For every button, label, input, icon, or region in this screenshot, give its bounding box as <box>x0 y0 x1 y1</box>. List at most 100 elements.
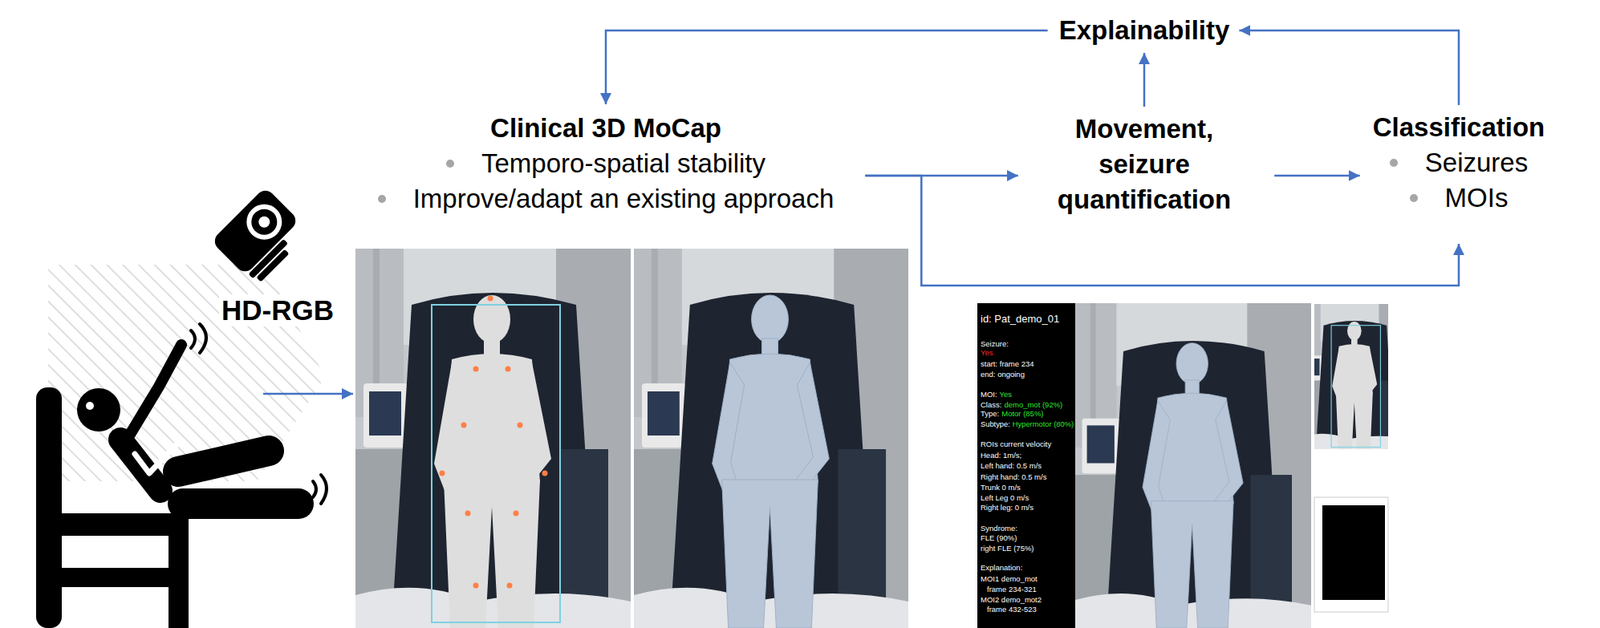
connector <box>1274 174 1361 178</box>
camera-icon <box>211 186 300 276</box>
hospital-room <box>633 248 909 628</box>
info-text: Explanation: <box>980 563 1023 573</box>
mesh-figure <box>1142 343 1243 628</box>
info-text: Hypermotor (80%) <box>1012 420 1074 429</box>
marker-dots <box>465 511 472 517</box>
patient-icon <box>85 402 94 411</box>
info-text: demo_mot (92%) <box>1003 400 1063 410</box>
info-line: Yes <box>980 348 994 359</box>
patient-icon <box>77 388 121 432</box>
label-node: Movement, seizure quantification <box>1054 111 1235 218</box>
info-text: MOI1 demo_mot <box>980 574 1038 584</box>
patient-icon <box>36 568 189 588</box>
info-line: Left Leg 0 m/s <box>980 493 1029 504</box>
info-line: start: frame 234 <box>980 359 1035 370</box>
info-text: Right hand: 0.5 m/s <box>980 472 1047 482</box>
connector <box>1238 30 1459 106</box>
info-panel <box>977 303 1076 628</box>
marker-dots <box>542 471 549 477</box>
thumbnail-frame <box>1302 304 1408 450</box>
patient-icon <box>312 481 317 498</box>
patient-icon <box>36 513 189 537</box>
marker-dots <box>439 471 446 477</box>
info-line: frame 234-321 <box>986 584 1037 596</box>
info-text: Motor (85%) <box>1001 409 1044 419</box>
info-text: end: ongoing <box>980 369 1025 379</box>
heading: Clinical 3D MoCap <box>377 110 835 147</box>
chart-plot <box>1322 505 1385 601</box>
hospital-room <box>355 248 631 628</box>
info-line: Type:Motor (85%) <box>980 409 1044 420</box>
camera-icon <box>255 214 273 231</box>
bullet-dot <box>1389 158 1398 167</box>
marker-dots <box>505 366 512 373</box>
info-line: end: ongoing <box>980 369 1025 381</box>
patient-icon <box>128 345 182 438</box>
info-line: MOI2 demo_mot2 <box>980 595 1042 606</box>
patient-icon <box>178 450 269 472</box>
text-group: ClassificationSeizuresMOIs <box>1369 109 1549 216</box>
info-text: frame 432-523 <box>986 605 1037 614</box>
info-text: start: frame 234 <box>980 359 1035 369</box>
marker-dots <box>473 366 480 373</box>
info-text: Subtype: <box>980 420 1011 429</box>
info-text: Left hand: 0.5 m/s <box>980 461 1042 471</box>
bullet-item: Temporo-spatial stability <box>377 146 835 182</box>
marker-dots <box>439 296 549 589</box>
patient-icon <box>190 330 195 349</box>
info-text: Syndrome: <box>980 523 1018 533</box>
patient-icon <box>190 324 327 504</box>
bullet-text: Improve/adapt an existing approach <box>413 183 835 214</box>
heading: Explainability <box>1059 12 1231 49</box>
info-text: ROIs current velocity <box>980 439 1052 449</box>
info-line: Explanation: <box>980 563 1023 574</box>
camera-icon <box>246 203 283 240</box>
info-text: Seizure: <box>980 339 1009 349</box>
info-line: Right leg: 0 m/s <box>980 503 1034 514</box>
patient-figure <box>434 295 552 628</box>
info-text: MOI2 demo_mot2 <box>980 595 1042 605</box>
info-line: Seizure: <box>980 339 1009 350</box>
info-text: Yes <box>980 348 994 358</box>
patient-icon <box>182 488 299 520</box>
info-text: Left Leg 0 m/s <box>980 493 1029 503</box>
info-text: Class: <box>980 400 1002 410</box>
info-line: MOI1 demo_mot <box>980 574 1038 585</box>
info-line: Subtype:Hypermotor (80%) <box>980 419 1074 431</box>
mesh-frame <box>633 248 909 628</box>
info-text: Right leg: 0 m/s <box>980 503 1034 512</box>
camera-icon <box>211 186 311 287</box>
camera-icon <box>239 197 289 248</box>
bounding-box <box>431 304 561 623</box>
bullet-dot <box>446 159 455 168</box>
patient-icon <box>199 324 207 354</box>
heading: Classification <box>1372 109 1546 146</box>
bullet-item: Seizures <box>1372 145 1546 181</box>
camera-label: HD-RGB <box>219 294 337 327</box>
patient-figure <box>1331 321 1377 450</box>
mesh-figure <box>712 295 830 628</box>
info-text: MOI: <box>980 389 998 399</box>
info-line: Left hand: 0.5 m/s <box>980 461 1042 472</box>
info-line: Syndrome: <box>980 523 1018 535</box>
camera-icon <box>255 249 289 283</box>
info-line: FLE (90%) <box>980 533 1017 545</box>
input-arrow <box>263 393 354 396</box>
marker-dots <box>473 583 480 589</box>
info-line: Class:demo_mot (92%) <box>980 400 1063 411</box>
bullet-dot <box>1409 194 1418 203</box>
info-line: Right hand: 0.5 m/s <box>980 472 1047 484</box>
video-frame <box>355 248 631 628</box>
mesh-frame <box>1075 303 1312 628</box>
info-text: Type: <box>980 409 999 419</box>
patient-icon <box>168 513 189 628</box>
info-line: frame 432-523 <box>986 605 1037 616</box>
bullet-text: MOIs <box>1445 182 1509 213</box>
info-text: Trunk 0 m/s <box>980 483 1021 492</box>
bounding-box <box>1331 325 1381 448</box>
info-line: ROIs current velocity <box>980 439 1052 451</box>
bullet-text: Temporo-spatial stability <box>481 148 766 179</box>
info-text: id: Pat_demo_01 <box>980 312 1060 325</box>
bullet-item: Improve/adapt an existing approach <box>377 181 835 217</box>
